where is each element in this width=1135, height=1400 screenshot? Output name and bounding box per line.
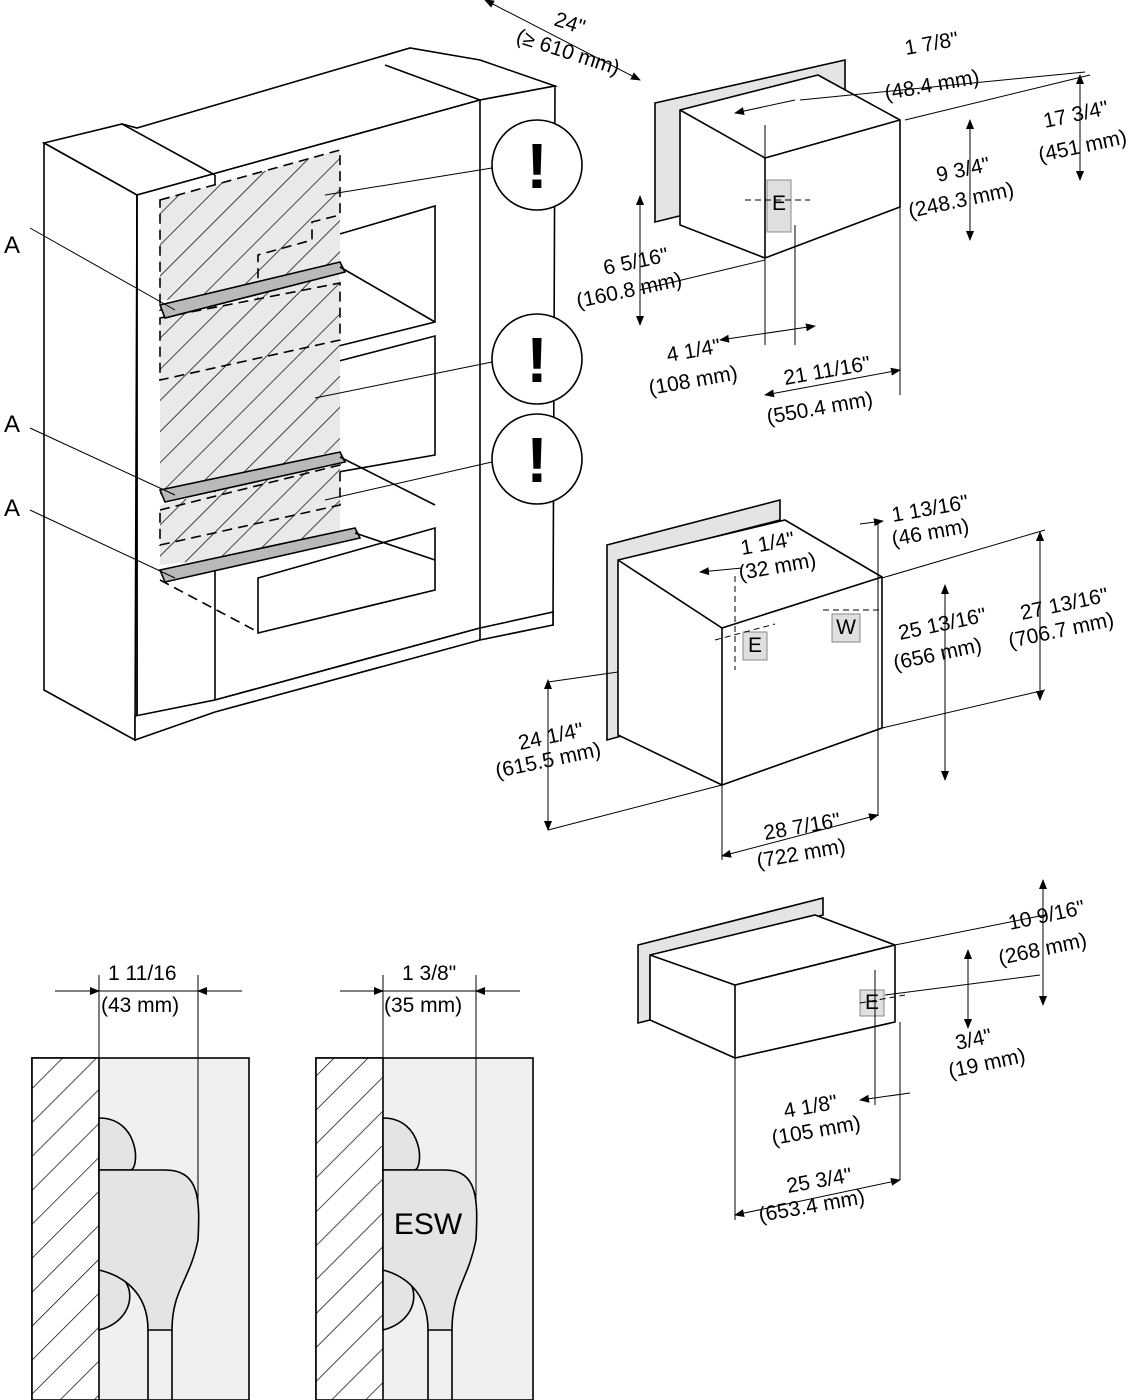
warning-2-mark: ! (526, 324, 547, 396)
opening-3 (257, 526, 436, 635)
appliance-top: E (654, 58, 901, 345)
cab-depth-in: 24" (551, 8, 587, 39)
plug2-in: 1 3/8" (402, 962, 456, 985)
top-h-in: 17 3/4" (1041, 97, 1110, 133)
label-a-mid: A (4, 411, 20, 438)
plug-1 (98, 1169, 200, 1331)
top-dims: 1 7/8" (48.4 mm) 17 3/4" (451 mm) 9 3/4"… (574, 28, 1129, 429)
warning-icon (491, 119, 583, 211)
top-w-mm: (550.4 mm) (765, 388, 875, 429)
bot-h-in: 10 9/16" (1006, 896, 1087, 935)
top-e-h-in: 9 3/4" (934, 153, 992, 187)
plug1-in: 1 11/16 (108, 962, 177, 985)
hatched-wall-2 (315, 1057, 384, 1400)
top-d1-mm: (48.4 mm) (883, 66, 981, 105)
appliance-middle: E W (606, 498, 883, 786)
bot-e-h-in: 3/4" (953, 1025, 994, 1055)
warning-icon (491, 313, 583, 405)
appliance-bottom: E (637, 896, 906, 1105)
shelf-labels: A A A (4, 227, 176, 579)
shelf-2 (158, 451, 347, 503)
top-e-h-mm: (248.3 mm) (906, 178, 1016, 223)
bot-e-mark: E (865, 991, 879, 1014)
top-e-x-in: 4 1/4" (665, 335, 722, 367)
top-d1-in: 1 7/8" (903, 28, 960, 60)
tall-cabinet (41, 47, 559, 742)
cabinet-left-side (43, 141, 138, 742)
label-a-bot: A (4, 495, 20, 522)
mid-w-mark: W (836, 616, 856, 639)
plug-detail-2: 1 3/8" (35 mm) ESW (315, 962, 534, 1400)
hatched-zone-3 (160, 463, 340, 565)
warning-markers: ! ! ! (314, 119, 583, 505)
plug-2 (382, 1169, 478, 1331)
warning-3-mark: ! (526, 424, 547, 496)
top-e-x-mm: (108 mm) (647, 362, 739, 400)
hatched-zone-2 (160, 283, 340, 495)
shelf-3 (158, 527, 362, 583)
shelf-1 (158, 261, 347, 319)
label-a-top: A (4, 232, 20, 259)
warning-1-mark: ! (526, 130, 547, 202)
mid-e-mark: E (748, 634, 762, 657)
hatched-wall-1 (31, 1057, 100, 1400)
warning-icon (491, 413, 583, 505)
esw-label: ESW (394, 1208, 463, 1241)
top-w-in: 21 11/16" (782, 352, 872, 390)
cabinet-plinth (134, 611, 554, 742)
cabinet-depth-dimension: 24" (≥ 610 mm) (484, 0, 641, 81)
top-e-mark: E (772, 192, 786, 215)
plug2-mm: (35 mm) (384, 994, 462, 1017)
plug1-mm: (43 mm) (101, 994, 179, 1017)
plug-detail-1: 1 11/16 (43 mm) (31, 962, 250, 1400)
